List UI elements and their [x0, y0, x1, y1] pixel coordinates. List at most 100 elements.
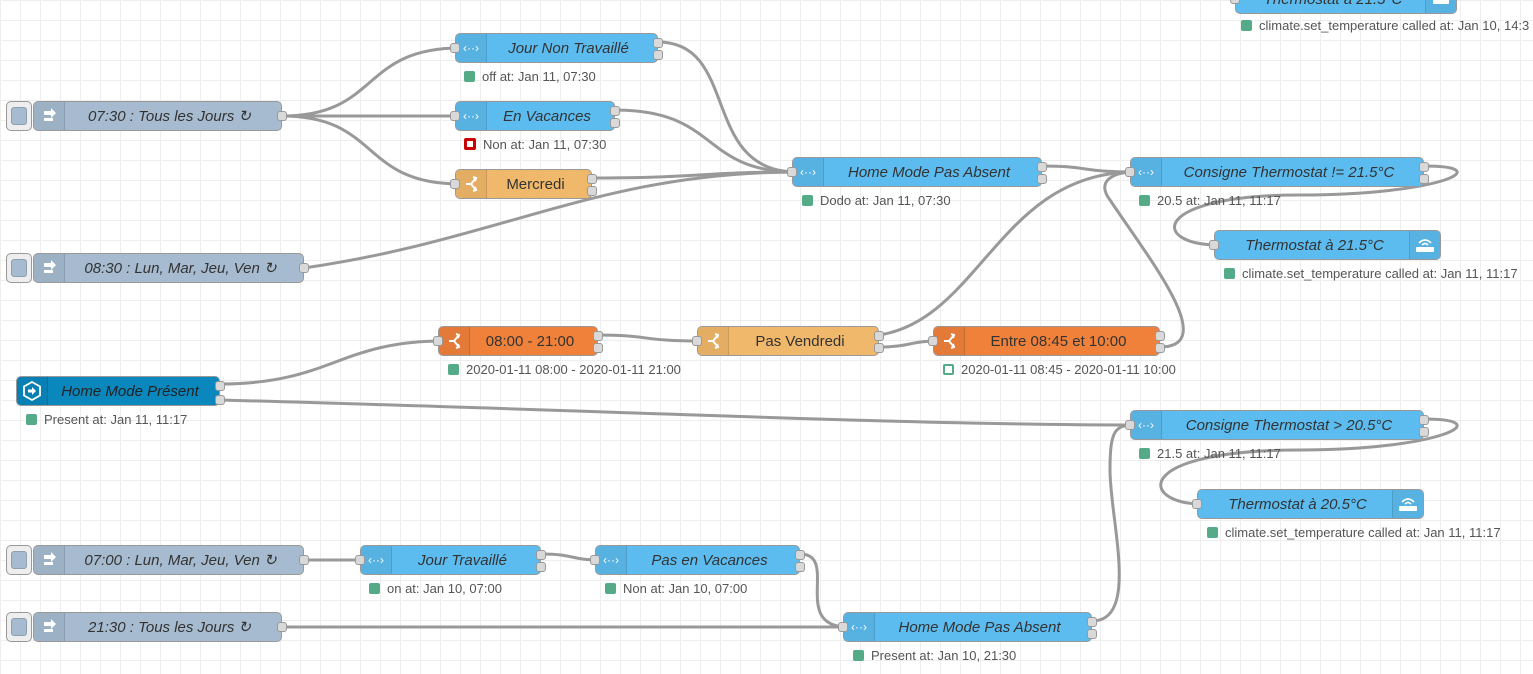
status-dot	[943, 363, 954, 375]
output-port[interactable]	[874, 343, 884, 353]
inject-0830-node[interactable]: 08:30 : Lun, Mar, Jeu, Ven ↻	[33, 253, 309, 283]
output-port[interactable]	[536, 562, 546, 572]
input-port[interactable]	[355, 555, 365, 565]
output-port[interactable]	[277, 111, 287, 121]
input-port[interactable]	[1125, 167, 1135, 177]
inject-button-face	[11, 107, 27, 125]
input-port[interactable]	[928, 336, 938, 346]
status-time-0800: 2020-01-11 08:00 - 2020-01-11 21:00	[448, 362, 681, 377]
output-port[interactable]	[1087, 617, 1097, 627]
output-port[interactable]	[593, 331, 603, 341]
input-port[interactable]	[838, 622, 848, 632]
node-label: Home Mode Pas Absent	[847, 163, 1011, 181]
inject-button[interactable]	[6, 612, 32, 642]
wire	[219, 339, 444, 386]
input-port[interactable]	[433, 336, 443, 346]
output-port[interactable]	[1155, 343, 1165, 353]
output-port[interactable]	[610, 106, 620, 116]
status-en-vacances: Non at: Jan 11, 07:30	[464, 137, 606, 152]
output-port[interactable]	[587, 186, 597, 196]
thermostat-205-node[interactable]: Thermostat à 20.5°C	[1192, 489, 1424, 519]
consigne-thermostat-ne-node[interactable]: ‹··› Consigne Thermostat != 21.5°C	[1125, 157, 1429, 187]
inject-button[interactable]	[6, 101, 32, 131]
output-port[interactable]	[1419, 427, 1429, 437]
api-arrows-icon: ‹··›	[1131, 158, 1162, 186]
jour-travaille-node[interactable]: ‹··› Jour Travaillé	[355, 545, 546, 575]
output-port[interactable]	[299, 555, 309, 565]
output-port[interactable]	[299, 263, 309, 273]
inject-button[interactable]	[6, 545, 32, 575]
output-port[interactable]	[1037, 162, 1047, 172]
event-state-icon	[17, 377, 48, 405]
output-port[interactable]	[653, 50, 663, 60]
router-icon	[1425, 0, 1456, 13]
output-port[interactable]	[536, 550, 546, 560]
status-dot	[1139, 447, 1150, 459]
status-dot	[464, 138, 476, 150]
node-label: En Vacances	[503, 107, 591, 125]
output-port[interactable]	[215, 381, 225, 391]
node-label: Home Mode Présent	[61, 382, 199, 400]
input-port[interactable]	[1230, 0, 1240, 4]
input-port[interactable]	[450, 111, 460, 121]
inject-0730-node[interactable]: 07:30 : Tous les Jours ↻	[33, 101, 287, 131]
status-text: on at: Jan 10, 07:00	[387, 580, 502, 596]
output-port[interactable]	[653, 38, 663, 48]
switch-icon	[698, 327, 729, 355]
inject-2130-node[interactable]: 21:30 : Tous les Jours ↻	[33, 612, 287, 642]
home-mode-pas-absent-node-2[interactable]: ‹··› Home Mode Pas Absent	[838, 612, 1097, 642]
home-mode-present-node[interactable]: Home Mode Présent	[16, 376, 225, 406]
inject-arrow-icon	[34, 613, 65, 641]
status-home-mode-absent-1: Dodo at: Jan 11, 07:30	[802, 193, 951, 208]
output-port[interactable]	[1419, 174, 1429, 184]
node-label: 08:00 - 21:00	[485, 332, 575, 350]
output-port[interactable]	[795, 550, 805, 560]
consigne-thermostat-gt-node[interactable]: ‹··› Consigne Thermostat > 20.5°C	[1125, 410, 1429, 440]
input-port[interactable]	[1192, 499, 1202, 509]
status-dot	[1207, 526, 1218, 538]
output-port[interactable]	[593, 343, 603, 353]
api-arrows-icon: ‹··›	[793, 158, 824, 186]
inject-0700-node[interactable]: 07:00 : Lun, Mar, Jeu, Ven ↻	[33, 545, 309, 575]
output-port[interactable]	[1419, 162, 1429, 172]
pas-vendredi-node[interactable]: Pas Vendredi	[692, 326, 884, 356]
status-text: Present at: Jan 11, 11:17	[44, 411, 188, 427]
output-port[interactable]	[587, 174, 597, 184]
status-dot	[1224, 267, 1235, 279]
input-port[interactable]	[1125, 420, 1135, 430]
mercredi-node[interactable]: Mercredi	[450, 169, 597, 199]
inject-arrow-icon	[34, 102, 65, 130]
en-vacances-node[interactable]: ‹··› En Vacances	[450, 101, 620, 131]
input-port[interactable]	[787, 167, 797, 177]
output-port[interactable]	[1155, 331, 1165, 341]
time-range-0800-node[interactable]: 08:00 - 21:00	[433, 326, 603, 356]
inject-button[interactable]	[6, 253, 32, 283]
status-text: climate.set_temperature called at: Jan 1…	[1259, 17, 1530, 33]
output-port[interactable]	[795, 562, 805, 572]
input-port[interactable]	[692, 336, 702, 346]
input-port[interactable]	[450, 179, 460, 189]
input-port[interactable]	[450, 43, 460, 53]
output-port[interactable]	[215, 395, 225, 405]
input-port[interactable]	[1209, 240, 1219, 250]
output-port[interactable]	[874, 331, 884, 341]
output-port[interactable]	[277, 622, 287, 632]
output-port[interactable]	[1087, 629, 1097, 639]
thermostat-215-node-top[interactable]: Thermostat à 21.5°C	[1230, 0, 1457, 14]
input-port[interactable]	[590, 555, 600, 565]
output-port[interactable]	[1037, 174, 1047, 184]
status-dot	[853, 649, 864, 661]
status-jour-travaille: on at: Jan 10, 07:00	[369, 580, 502, 596]
status-consigne-ne: 20.5 at: Jan 11, 11:17	[1139, 193, 1281, 208]
output-port[interactable]	[610, 118, 620, 128]
thermostat-215-node[interactable]: Thermostat à 21.5°C	[1209, 230, 1441, 260]
wire	[597, 333, 703, 343]
status-home-mode-present: Present at: Jan 11, 11:17	[26, 411, 188, 427]
inject-button-face	[11, 259, 27, 277]
pas-en-vacances-node[interactable]: ‹··› Pas en Vacances	[590, 545, 805, 575]
jour-non-travaille-node[interactable]: ‹··› Jour Non Travaillé	[450, 33, 663, 63]
output-port[interactable]	[1419, 415, 1429, 425]
home-mode-pas-absent-node[interactable]: ‹··› Home Mode Pas Absent	[787, 157, 1047, 187]
time-range-0845-node[interactable]: Entre 08:45 et 10:00	[928, 326, 1165, 356]
api-arrows-icon: ‹··›	[361, 546, 392, 574]
